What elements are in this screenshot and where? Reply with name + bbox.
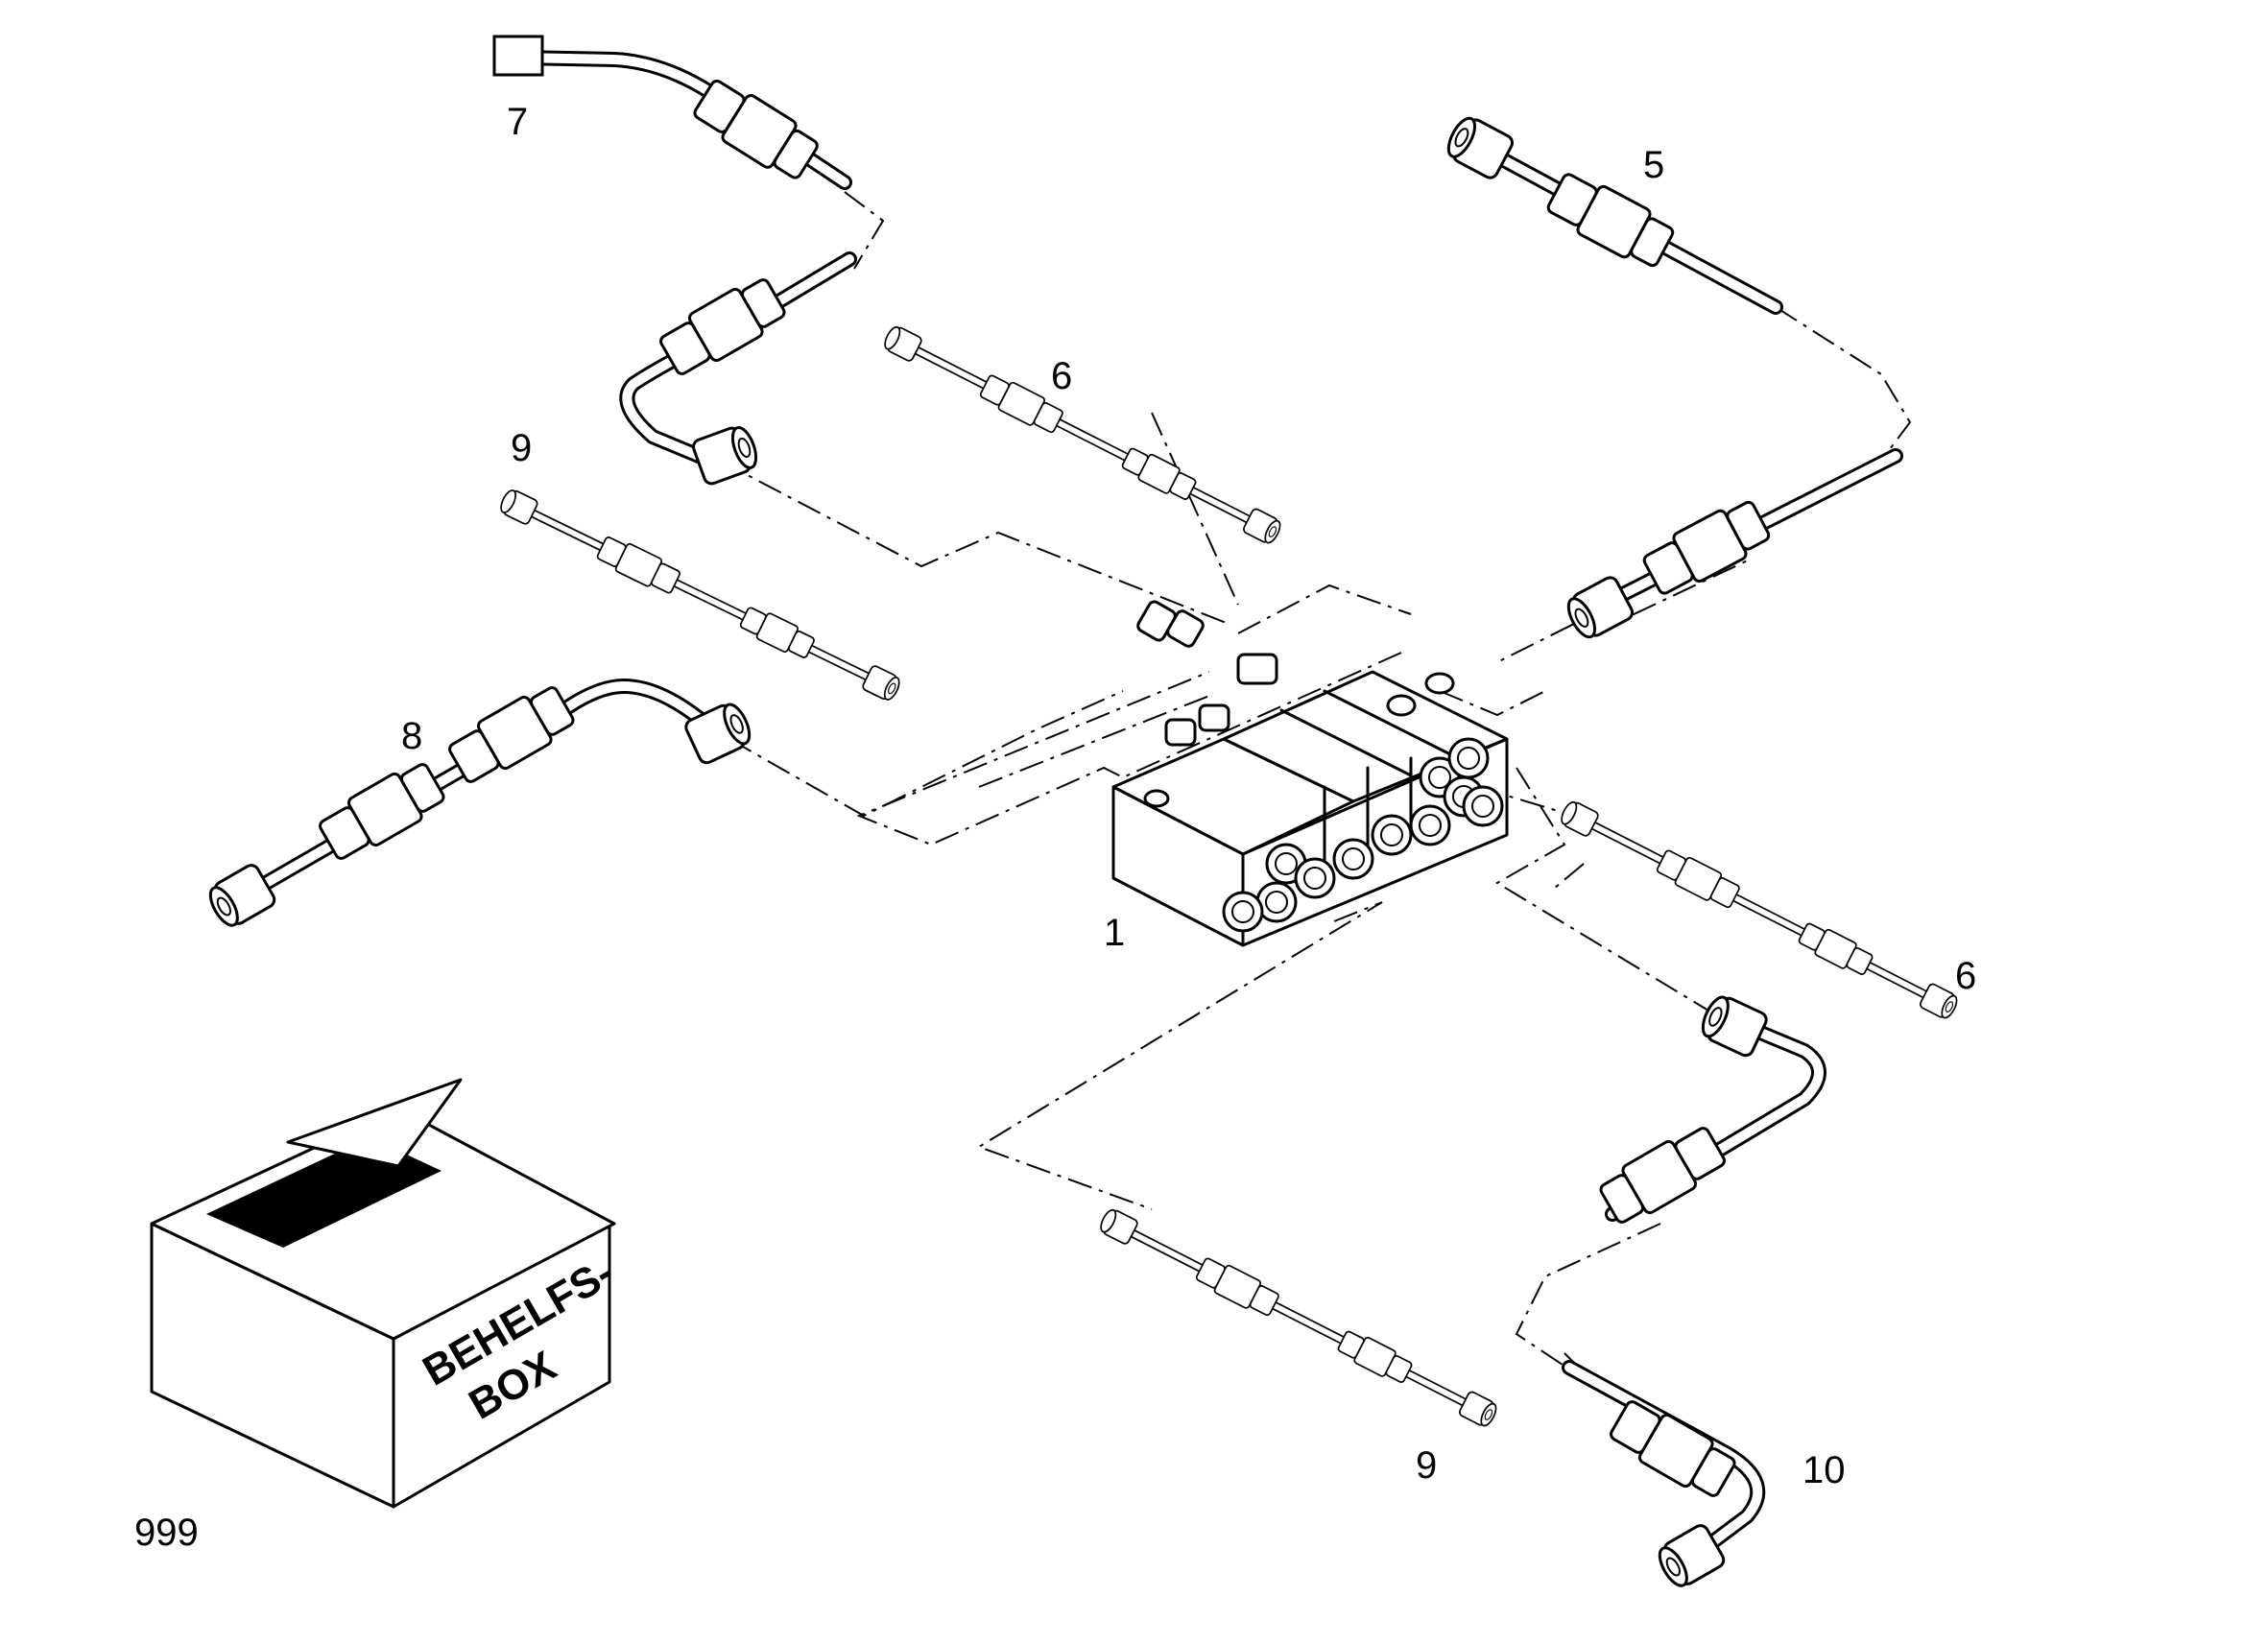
callout-9-upper: 9	[511, 427, 532, 469]
pipe-assembly-8	[203, 679, 757, 933]
callout-8: 8	[401, 715, 422, 757]
behelfs-box: BEHELFS- BOX	[150, 1078, 622, 1509]
dash-lines	[719, 191, 1912, 1373]
pipe-assembly-7	[492, 35, 857, 488]
callout-6-lower: 6	[1955, 955, 1976, 997]
callout-1: 1	[1104, 912, 1125, 954]
distributor-block	[1111, 653, 1509, 947]
hose-assembly-9-upper	[497, 486, 904, 705]
nipple-fitting	[1136, 600, 1205, 648]
callout-9-lower: 9	[1416, 1444, 1437, 1487]
pipe-assembly-10	[1562, 989, 1826, 1593]
callout-7: 7	[507, 101, 528, 143]
callout-999: 999	[134, 1512, 199, 1554]
hose-assembly-6-upper	[880, 322, 1284, 547]
callout-10: 10	[1802, 1449, 1846, 1491]
pipe-assembly-5	[1441, 110, 1903, 645]
callout-6-upper: 6	[1051, 355, 1072, 397]
hose-assembly-9-lower	[1096, 1204, 1500, 1430]
callout-5: 5	[1643, 144, 1664, 186]
hose-assembly-6-lower	[1557, 797, 1961, 1022]
